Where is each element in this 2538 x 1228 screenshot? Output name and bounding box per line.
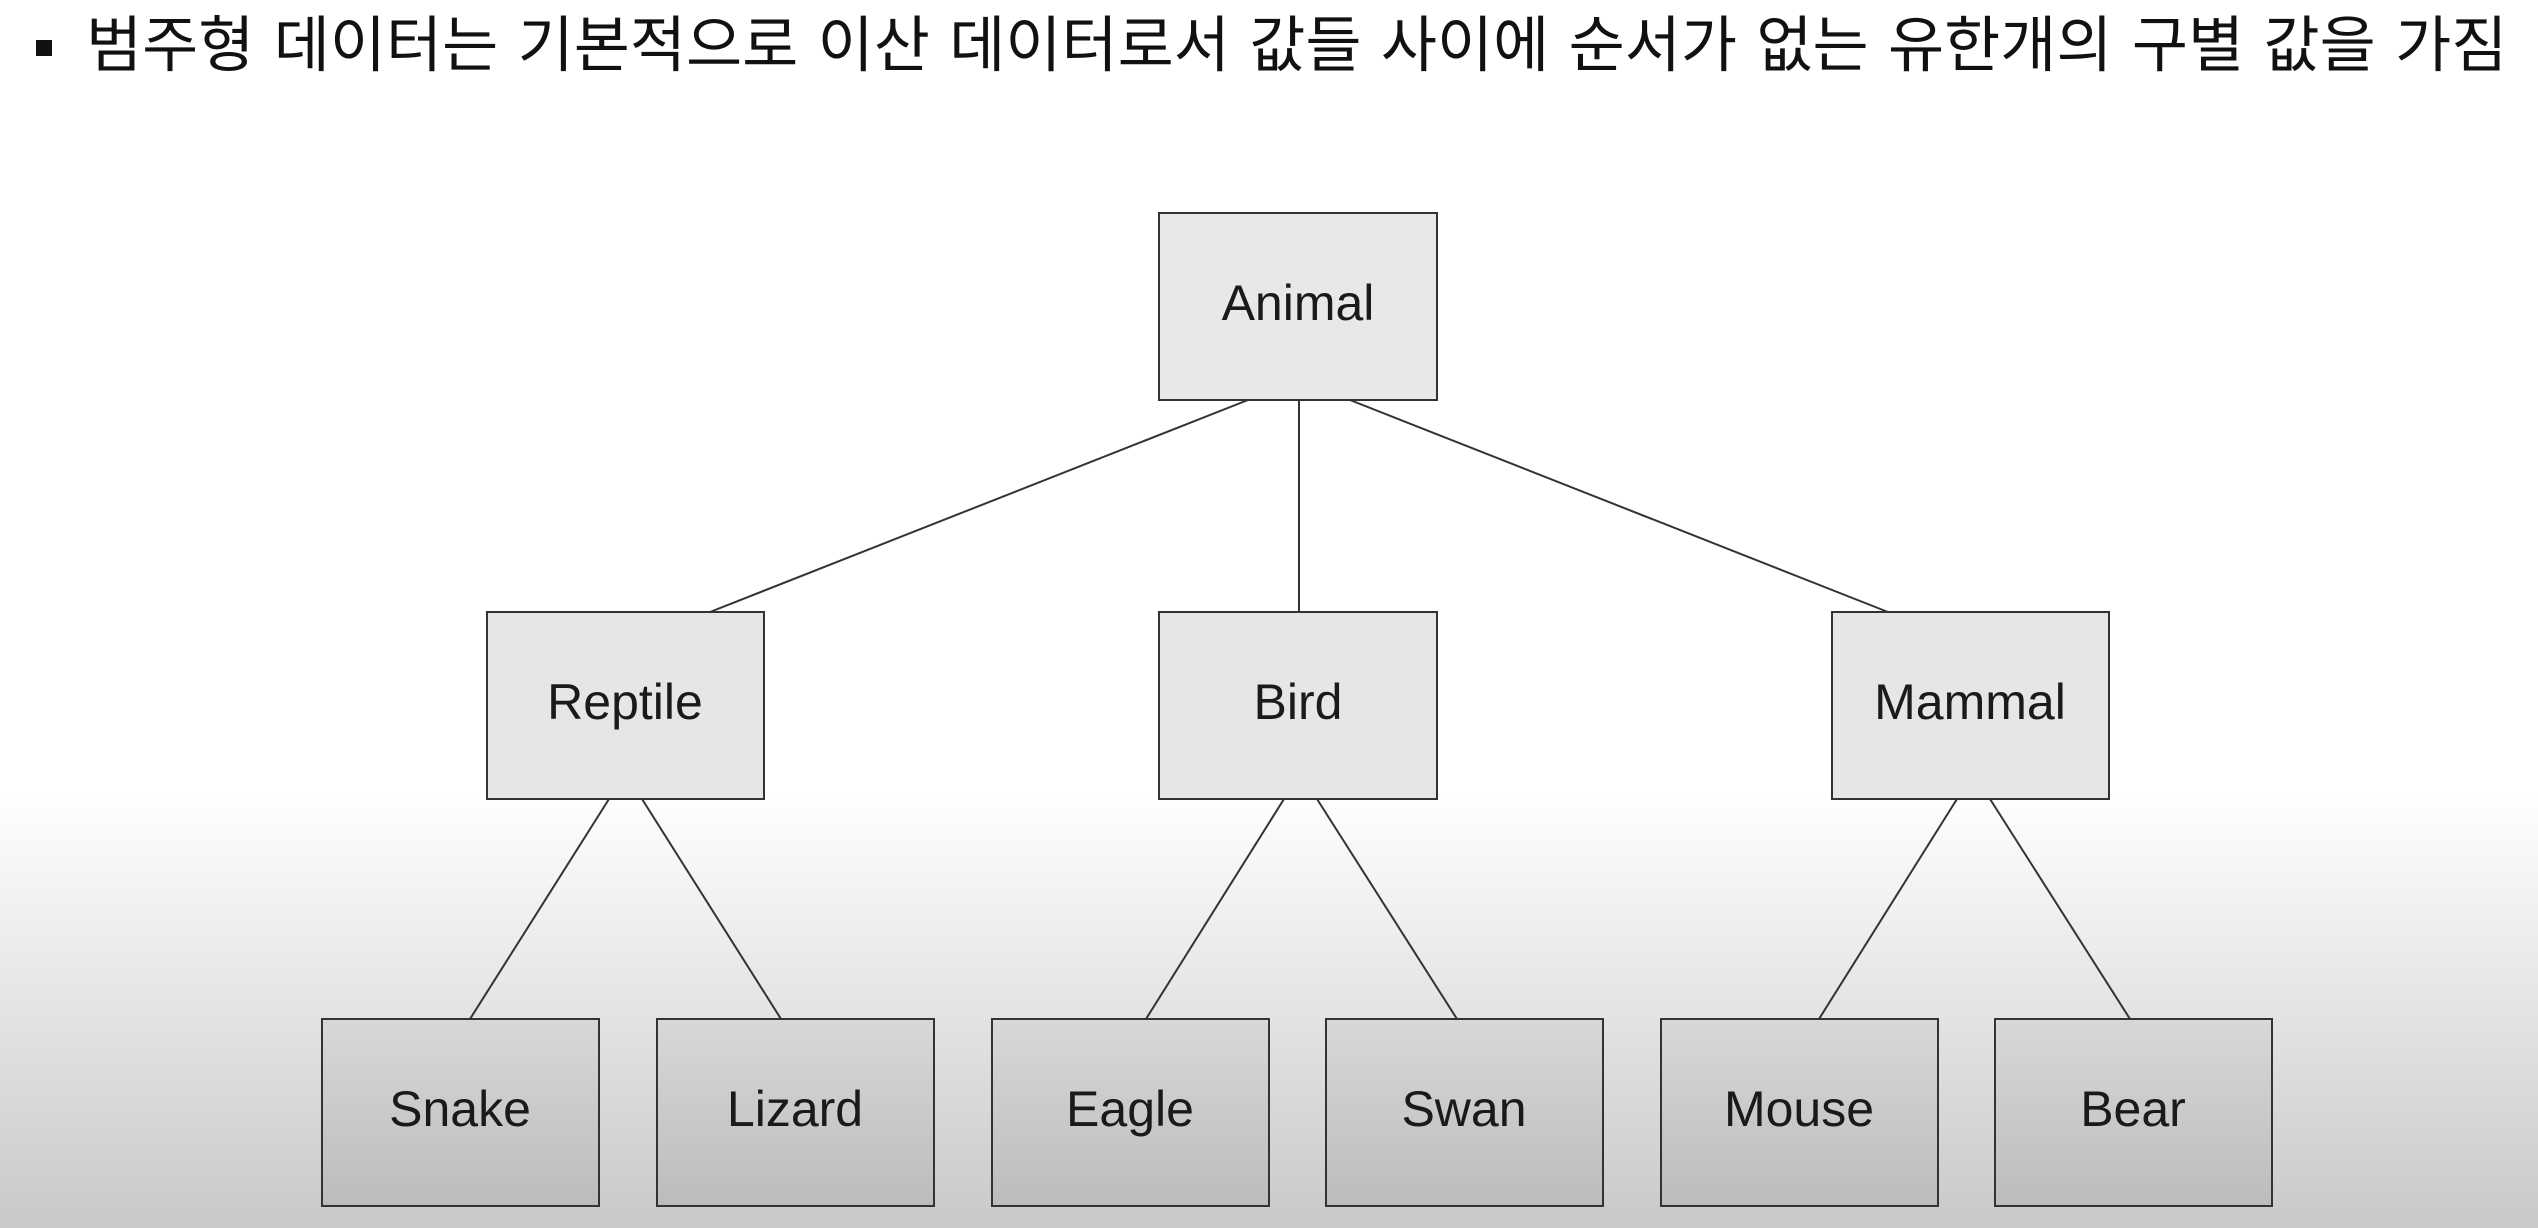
node-box-swan	[1325, 1018, 1604, 1207]
bullet-square-icon	[36, 40, 52, 56]
edge-animal-reptile	[709, 399, 1249, 613]
node-reptile: Reptile	[486, 611, 765, 800]
edge-reptile-snake	[469, 798, 610, 1020]
edge-bird-swan	[1316, 798, 1458, 1020]
node-swan: Swan	[1325, 1018, 1604, 1207]
edge-mammal-mouse	[1818, 798, 1958, 1020]
node-label-snake: Snake	[389, 1081, 531, 1137]
node-mouse: Mouse	[1660, 1018, 1939, 1207]
node-bird: Bird	[1158, 611, 1438, 800]
node-box-eagle	[991, 1018, 1270, 1207]
node-snake: Snake	[321, 1018, 600, 1207]
node-box-animal	[1158, 212, 1438, 401]
node-box-lizard	[656, 1018, 935, 1207]
node-box-reptile	[486, 611, 765, 800]
node-box-mouse	[1660, 1018, 1939, 1207]
node-box-mammal	[1831, 611, 2110, 800]
node-mammal: Mammal	[1831, 611, 2110, 800]
node-label-reptile: Reptile	[547, 674, 703, 730]
node-bear: Bear	[1994, 1018, 2273, 1207]
node-box-bear	[1994, 1018, 2273, 1207]
node-animal: Animal	[1158, 212, 1438, 401]
edge-bird-eagle	[1145, 798, 1285, 1020]
edge-mammal-bear	[1989, 798, 2131, 1020]
node-label-swan: Swan	[1401, 1081, 1526, 1137]
node-label-animal: Animal	[1222, 275, 1375, 331]
node-label-mammal: Mammal	[1874, 674, 2066, 730]
node-label-mouse: Mouse	[1724, 1081, 1874, 1137]
node-box-bird	[1158, 611, 1438, 800]
node-eagle: Eagle	[991, 1018, 1270, 1207]
node-label-bird: Bird	[1254, 674, 1343, 730]
node-label-eagle: Eagle	[1066, 1081, 1194, 1137]
node-box-snake	[321, 1018, 600, 1207]
edge-animal-mammal	[1349, 399, 1889, 613]
bullet-text: 범주형 데이터는 기본적으로 이산 데이터로서 값들 사이에 순서가 없는 유한…	[86, 10, 2508, 81]
edge-reptile-lizard	[641, 798, 782, 1020]
node-lizard: Lizard	[656, 1018, 935, 1207]
node-label-bear: Bear	[2080, 1081, 2186, 1137]
node-label-lizard: Lizard	[727, 1081, 863, 1137]
